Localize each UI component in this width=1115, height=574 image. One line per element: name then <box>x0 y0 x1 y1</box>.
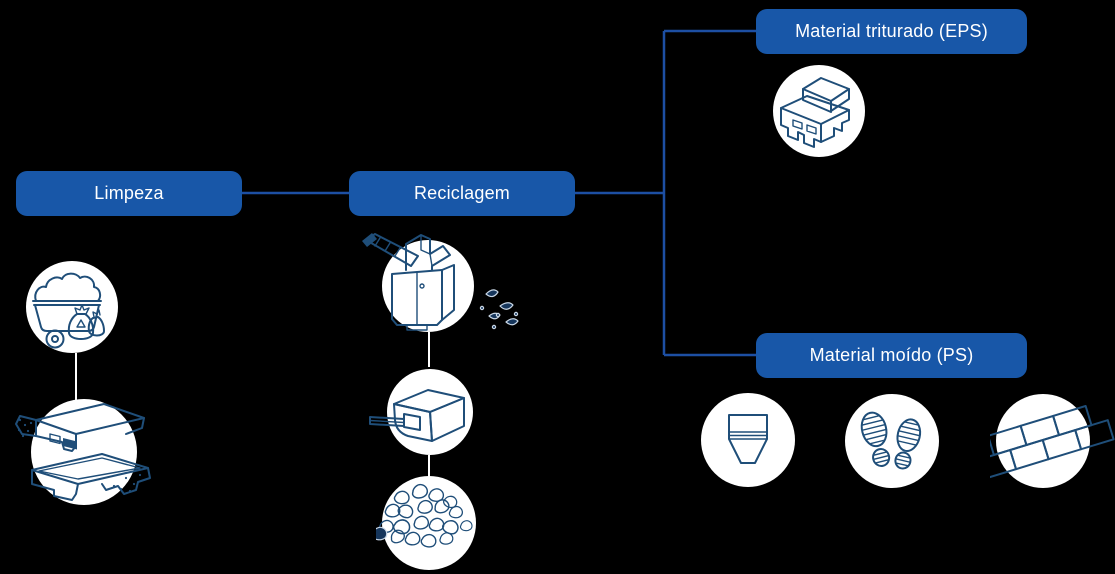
foam-packaging-icon <box>15 399 151 505</box>
waste-cart-icon <box>26 261 118 353</box>
shoe-soles-icon <box>845 394 939 488</box>
eps-blocks-icon <box>773 65 865 157</box>
node-reciclagem: Reciclagem <box>349 171 575 216</box>
node-reciclagem-label: Reciclagem <box>413 183 511 203</box>
node-material-moido-label: Material moído (PS) <box>809 345 974 365</box>
node-limpeza-label: Limpeza <box>94 183 164 203</box>
node-material-triturado: Material triturado (EPS) <box>756 9 1027 54</box>
ground-pellets-icon <box>376 476 476 570</box>
extruder-machine-icon <box>369 369 473 455</box>
node-material-moido: Material moído (PS) <box>756 333 1027 378</box>
node-limpeza: Limpeza <box>16 171 242 216</box>
node-material-triturado-label: Material triturado (EPS) <box>795 21 988 41</box>
shredder-machine-icon <box>362 233 519 332</box>
plant-pot-icon <box>701 393 795 487</box>
roof-tiles-icon <box>990 394 1115 488</box>
